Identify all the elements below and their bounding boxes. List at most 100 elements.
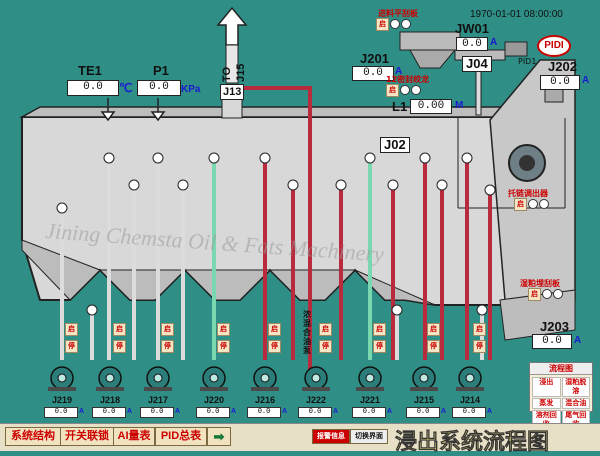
j203-unit: A (574, 335, 582, 346)
pump-stop-button[interactable]: 停 (373, 340, 386, 353)
pump-current-unit: A (231, 408, 237, 415)
pump-stop-button[interactable]: 停 (113, 340, 126, 353)
nav-switch-interlock-button[interactable]: 开关联锁 (60, 427, 114, 446)
pidi-button[interactable]: PIDI (537, 35, 571, 57)
pump-auto-button[interactable]: 启 (319, 323, 332, 336)
pump-base (48, 387, 76, 391)
pump-impeller-icon (57, 373, 67, 383)
legend-link[interactable]: 混合油 (561, 398, 590, 409)
pump-name: J218 (99, 395, 121, 405)
pump-auto-button[interactable]: 启 (268, 323, 281, 336)
pump-auto-button[interactable]: 启 (65, 323, 78, 336)
pump-current-unit: A (387, 408, 393, 415)
pump-current-unit: A (79, 408, 85, 415)
j04-label: J04 (462, 56, 492, 72)
pump-current-unit: A (127, 408, 133, 415)
pump-current-unit: A (487, 408, 493, 415)
pump-auto-button[interactable]: 启 (217, 323, 230, 336)
nav-system-structure-button[interactable]: 系统结构 (5, 427, 61, 446)
seal-auger-auto-button[interactable]: 启 (386, 84, 399, 97)
pump-auto-button[interactable]: 启 (373, 323, 386, 336)
pump-stop-button[interactable]: 停 (65, 340, 78, 353)
concentrated-miscella-pump-note: 浓混合油泵 (303, 310, 311, 355)
process-legend: 流程图 浸出湿粕脱溶蒸发混合油溶剂回收尾气回收 (529, 362, 593, 430)
wet-meal-label: 湿粕埋刮板 (520, 279, 560, 288)
feed-hopper-cone (409, 49, 457, 69)
pump-auto-button[interactable]: 启 (427, 323, 440, 336)
drive-motor (504, 41, 528, 57)
pump-base (144, 387, 172, 391)
switch-screen-button[interactable]: 切换界面 (350, 429, 388, 444)
legend-link[interactable]: 浸出 (532, 377, 561, 397)
j202-value: 0.0 (540, 75, 580, 90)
nav-ai-table-button[interactable]: AI量表 (113, 427, 155, 446)
jw01-label: JW01 (455, 21, 489, 36)
pump-name: J221 (359, 395, 381, 405)
next-arrow-icon[interactable]: ➡ (207, 427, 231, 446)
l1-unit: M (455, 100, 464, 111)
chain-drag-label: 托链调出器 (508, 189, 548, 198)
pump-auto-button[interactable]: 启 (473, 323, 486, 336)
pump-impeller-icon (153, 373, 163, 383)
feed-scraper-label: 进料平刮板 (378, 9, 418, 18)
pump-impeller-icon (365, 373, 375, 383)
feed-scraper-auto-button[interactable]: 启 (376, 18, 389, 31)
seal-auger-status-light (400, 85, 410, 95)
j15-up-arrow (216, 6, 248, 46)
pump-stop-button[interactable]: 停 (161, 340, 174, 353)
chain-drag-status-light (528, 199, 538, 209)
pump-current-value: 0.0 (92, 407, 126, 418)
pump-name: J219 (51, 395, 73, 405)
j201-label: J201 (360, 51, 389, 66)
pid1-label: PID1 (518, 57, 537, 66)
te1-value: 0.0 (67, 80, 119, 96)
nav-pid-table-button[interactable]: PID总表 (155, 427, 207, 446)
level-gauge (475, 69, 482, 116)
j201-unit: A (395, 66, 403, 77)
wet-meal-status-light (542, 289, 552, 299)
pump-current-value: 0.0 (352, 407, 386, 418)
pump-base (356, 387, 384, 391)
hopper-cone (98, 269, 187, 301)
pump-base (96, 387, 124, 391)
j13-label: J13 (220, 84, 245, 100)
pump-impeller-icon (260, 373, 270, 383)
pump-base (410, 387, 438, 391)
pump-current-unit: A (441, 408, 447, 415)
j203-value: 0.0 (532, 334, 572, 349)
pump-base (251, 387, 279, 391)
legend-link[interactable]: 蒸发 (532, 398, 561, 409)
alarm-info-button[interactable]: 报警信息 (312, 429, 350, 444)
pump-name: J220 (203, 395, 225, 405)
pump-stop-button[interactable]: 停 (217, 340, 230, 353)
seal-auger-label: 12密封绞龙 (386, 75, 430, 84)
pump-stop-button[interactable]: 停 (473, 340, 486, 353)
feed-hopper (399, 31, 461, 51)
pump-auto-button[interactable]: 启 (113, 323, 126, 336)
pump-stop-button[interactable]: 停 (268, 340, 281, 353)
pump-base (302, 387, 330, 391)
pump-base (456, 387, 484, 391)
pump-current-value: 0.0 (44, 407, 78, 418)
pump-name: J215 (413, 395, 435, 405)
pump-name: J214 (459, 395, 481, 405)
pump-current-unit: A (333, 408, 339, 415)
legend-link[interactable]: 湿粕脱溶 (561, 377, 590, 397)
hopper-cone (183, 269, 272, 301)
pump-current-value: 0.0 (247, 407, 281, 418)
pump-base (200, 387, 228, 391)
pump-auto-button[interactable]: 启 (161, 323, 174, 336)
legend-title: 流程图 (530, 363, 592, 375)
chain-drag-auto-button[interactable]: 启 (514, 198, 527, 211)
pump-name: J222 (305, 395, 327, 405)
jw01-unit: A (490, 37, 498, 48)
feed-scraper-fault-light (401, 19, 411, 29)
chain-drag-fault-light (539, 199, 549, 209)
wet-meal-auto-button[interactable]: 启 (528, 288, 541, 301)
page-title: 浸出系统流程图 (395, 430, 550, 456)
p1-unit: KPa (181, 84, 201, 95)
pump-current-value: 0.0 (196, 407, 230, 418)
pump-current-value: 0.0 (406, 407, 440, 418)
pump-stop-button[interactable]: 停 (427, 340, 440, 353)
pump-stop-button[interactable]: 停 (319, 340, 332, 353)
